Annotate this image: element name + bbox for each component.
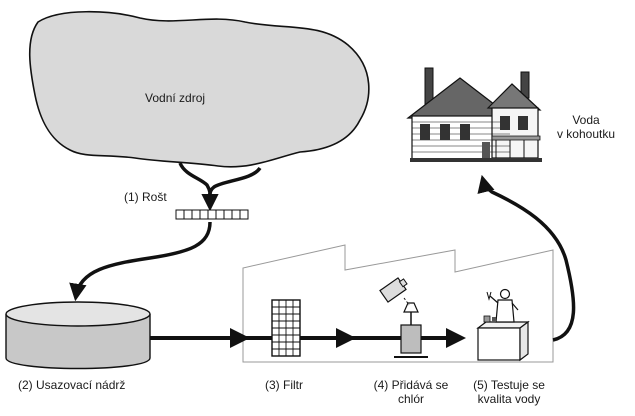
treatment-plant-outline bbox=[242, 244, 554, 363]
outlet-pipe-left bbox=[178, 162, 213, 201]
chlorine-label-line1: (4) Přidává se bbox=[373, 378, 449, 392]
chlorine-icon bbox=[379, 277, 428, 358]
source-label: Vodní zdroj bbox=[145, 91, 206, 105]
tap-water-label-line1: Voda bbox=[572, 113, 600, 127]
house-icon bbox=[406, 67, 542, 162]
outlet-pipe-right bbox=[207, 166, 262, 201]
chlorine-label-line2: chlór bbox=[397, 392, 424, 406]
tank-icon bbox=[5, 301, 151, 370]
tap-water-label: Voda v kohoutku bbox=[546, 113, 626, 141]
testing-label: (5) Testuje se kvalita vody bbox=[461, 378, 557, 406]
settling-label: (2) Usazovací nádrž bbox=[18, 378, 126, 392]
filter-label: (3) Filtr bbox=[265, 378, 303, 392]
chlorine-label: (4) Přidává se chlór bbox=[363, 378, 459, 406]
testing-label-line1: (5) Testuje se bbox=[473, 378, 545, 392]
cloud-icon bbox=[28, 10, 370, 168]
grate-to-tank-pipe bbox=[69, 221, 212, 302]
plant-to-house-pipe bbox=[477, 174, 576, 342]
testing-label-line2: kvalita vody bbox=[477, 392, 541, 406]
filter-icon bbox=[271, 299, 301, 357]
lab-technician-icon bbox=[476, 288, 530, 362]
grate-label: (1) Rošt bbox=[124, 190, 167, 204]
tap-water-label-line2: v kohoutku bbox=[556, 127, 616, 141]
grate-icon bbox=[175, 209, 249, 220]
